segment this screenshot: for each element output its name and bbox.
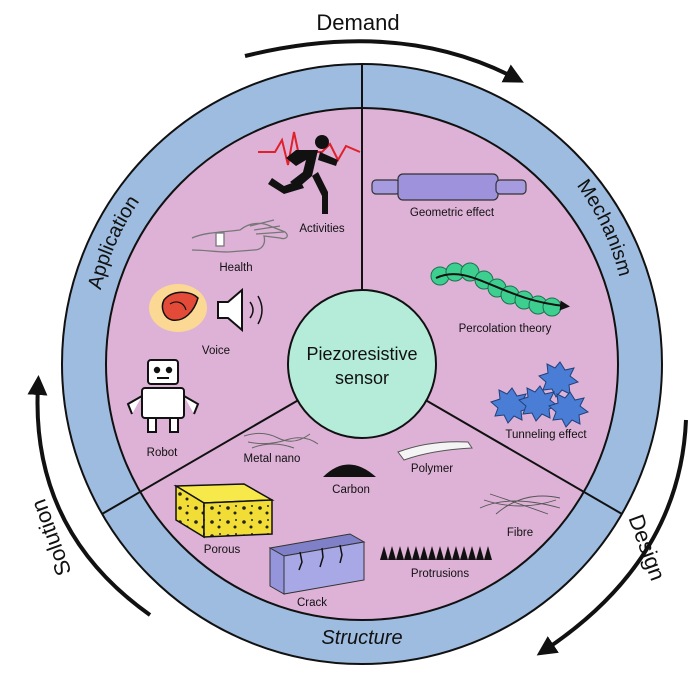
activities-label: Activities bbox=[299, 223, 345, 235]
health-label: Health bbox=[219, 262, 252, 274]
speaker-icon bbox=[217, 287, 263, 333]
metal-nano-label: Metal nano bbox=[244, 453, 301, 465]
protrusions-icon bbox=[380, 546, 492, 560]
demand-arrow bbox=[244, 39, 524, 83]
ring-label-structure: Structure bbox=[321, 627, 402, 649]
fibre-icon bbox=[479, 493, 561, 515]
center-label-line2: sensor bbox=[335, 368, 389, 388]
metal-nano-icon bbox=[243, 432, 319, 449]
divider-left bbox=[101, 397, 303, 515]
tunneling-effect-icon bbox=[490, 361, 590, 428]
carbon-icon bbox=[323, 464, 376, 477]
porous-label: Porous bbox=[204, 544, 241, 556]
center-circle bbox=[287, 289, 437, 439]
fibre-label: Fibre bbox=[507, 527, 533, 539]
solution-label: Solution bbox=[26, 496, 77, 579]
carbon-label: Carbon bbox=[332, 484, 370, 496]
robot-label: Robot bbox=[147, 447, 178, 459]
center-label-line1: Piezoresistive bbox=[306, 344, 417, 364]
activities-icon bbox=[258, 131, 361, 214]
percolation-theory-label: Percolation theory bbox=[459, 323, 552, 335]
percolation-theory-icon bbox=[430, 262, 570, 317]
divider-right bbox=[421, 397, 623, 515]
tunneling-effect-label: Tunneling effect bbox=[505, 429, 587, 441]
voice-label: Voice bbox=[202, 345, 230, 357]
geometric-effect-icon bbox=[371, 173, 527, 201]
porous-icon bbox=[173, 483, 275, 539]
crack-label: Crack bbox=[297, 597, 327, 609]
protrusions-label: Protrusions bbox=[411, 568, 469, 580]
robot-icon bbox=[126, 359, 200, 433]
health-icon bbox=[191, 219, 288, 253]
crack-icon bbox=[268, 533, 366, 595]
demand-label: Demand bbox=[316, 10, 399, 35]
geometric-effect-label: Geometric effect bbox=[410, 207, 495, 219]
design-arrow bbox=[536, 419, 688, 656]
voice-icon bbox=[149, 284, 207, 332]
polymer-icon bbox=[397, 441, 473, 461]
solution-arrow bbox=[27, 375, 152, 617]
polymer-label: Polymer bbox=[411, 463, 453, 475]
